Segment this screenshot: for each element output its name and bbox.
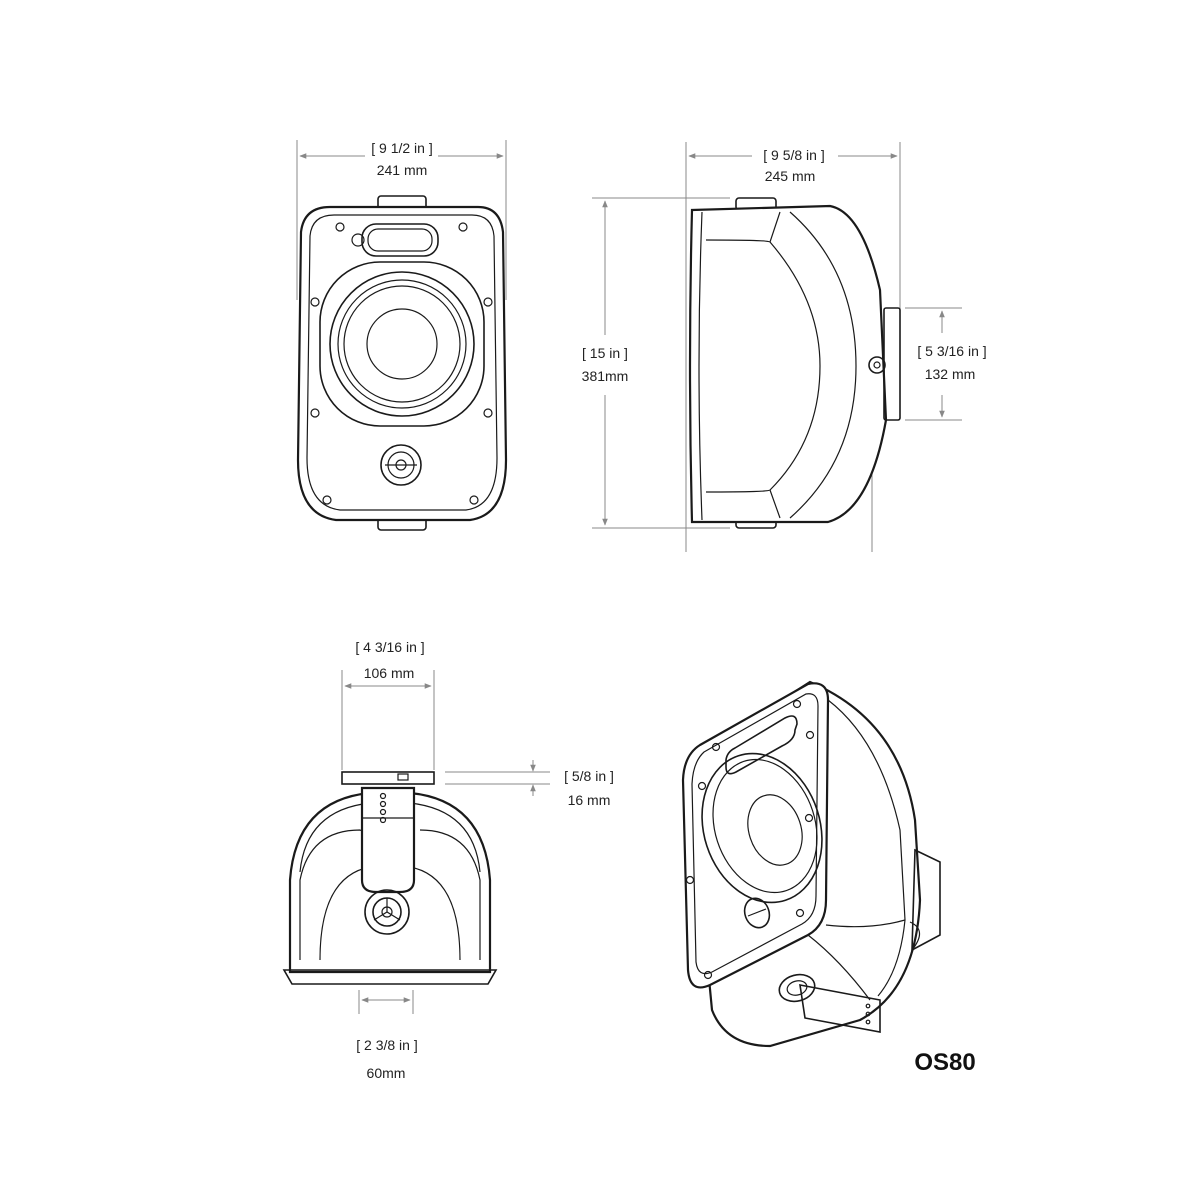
iso-terminal-icon (743, 897, 771, 929)
top-mount-mm: 60mm (367, 1065, 406, 1081)
top-terminal-icon (364, 889, 410, 935)
iso-arm-holes (865, 1003, 871, 1025)
top-bracket-width-dimension: [ 4 3/16 in ] 106 mm (341, 639, 435, 770)
model-label: OS80 (914, 1049, 975, 1076)
front-width-dimension: [ 9 1/2 in ] 241 mm (296, 140, 507, 300)
top-arm-holes (379, 792, 387, 824)
side-bracket (883, 307, 901, 421)
front-terminal-icon (380, 444, 422, 486)
front-view: [ 9 1/2 in ] 241 mm (296, 140, 508, 531)
side-height-in: [ 15 in ] (582, 345, 628, 361)
iso-swivel-arm (799, 984, 881, 1033)
top-view: [ 4 3/16 in ] 106 mm [ 5/8 in ] 16 mm (282, 639, 614, 1081)
front-woofer (319, 261, 485, 427)
side-height-mm: 381mm (582, 368, 629, 384)
front-cabinet (296, 205, 508, 522)
top-plate-dimension: [ 5/8 in ] 16 mm (445, 760, 614, 808)
side-depth-mm: 245 mm (765, 168, 816, 184)
side-bracket-in: [ 5 3/16 in ] (917, 343, 986, 359)
isometric-view (681, 680, 941, 1048)
side-bracket-dimension: [ 5 3/16 in ] 132 mm (905, 307, 987, 421)
side-height-dimension: [ 15 in ] 381mm (582, 197, 730, 529)
iso-bottom-terminal-icon (778, 973, 816, 1003)
iso-bracket (911, 848, 941, 952)
front-port-slot (361, 223, 439, 257)
front-grille-frame (306, 214, 498, 511)
top-plate-in: [ 5/8 in ] (564, 768, 614, 784)
front-width-in: [ 9 1/2 in ] (371, 140, 432, 156)
front-screws (310, 222, 493, 505)
side-bracket-mm: 132 mm (925, 366, 976, 382)
top-mount-in: [ 2 3/8 in ] (356, 1037, 417, 1053)
iso-port-slot (725, 715, 798, 775)
side-view: [ 9 5/8 in ] 245 mm [ 15 in ] 381mm [ 5 … (582, 142, 987, 552)
side-depth-dimension: [ 9 5/8 in ] 245 mm (685, 142, 901, 552)
top-bracket-width-in: [ 4 3/16 in ] (355, 639, 424, 655)
front-width-mm: 241 mm (377, 162, 428, 178)
top-mount-dimension: [ 2 3/8 in ] 60mm (356, 990, 418, 1081)
top-wall-plate (341, 771, 435, 785)
iso-screws (685, 699, 815, 980)
iso-woofer (701, 752, 823, 904)
side-depth-in: [ 9 5/8 in ] (763, 147, 824, 163)
top-swivel-arm (360, 786, 416, 894)
top-plate-mm: 16 mm (568, 792, 611, 808)
top-bracket-width-mm: 106 mm (364, 665, 415, 681)
side-cabinet (688, 204, 888, 524)
